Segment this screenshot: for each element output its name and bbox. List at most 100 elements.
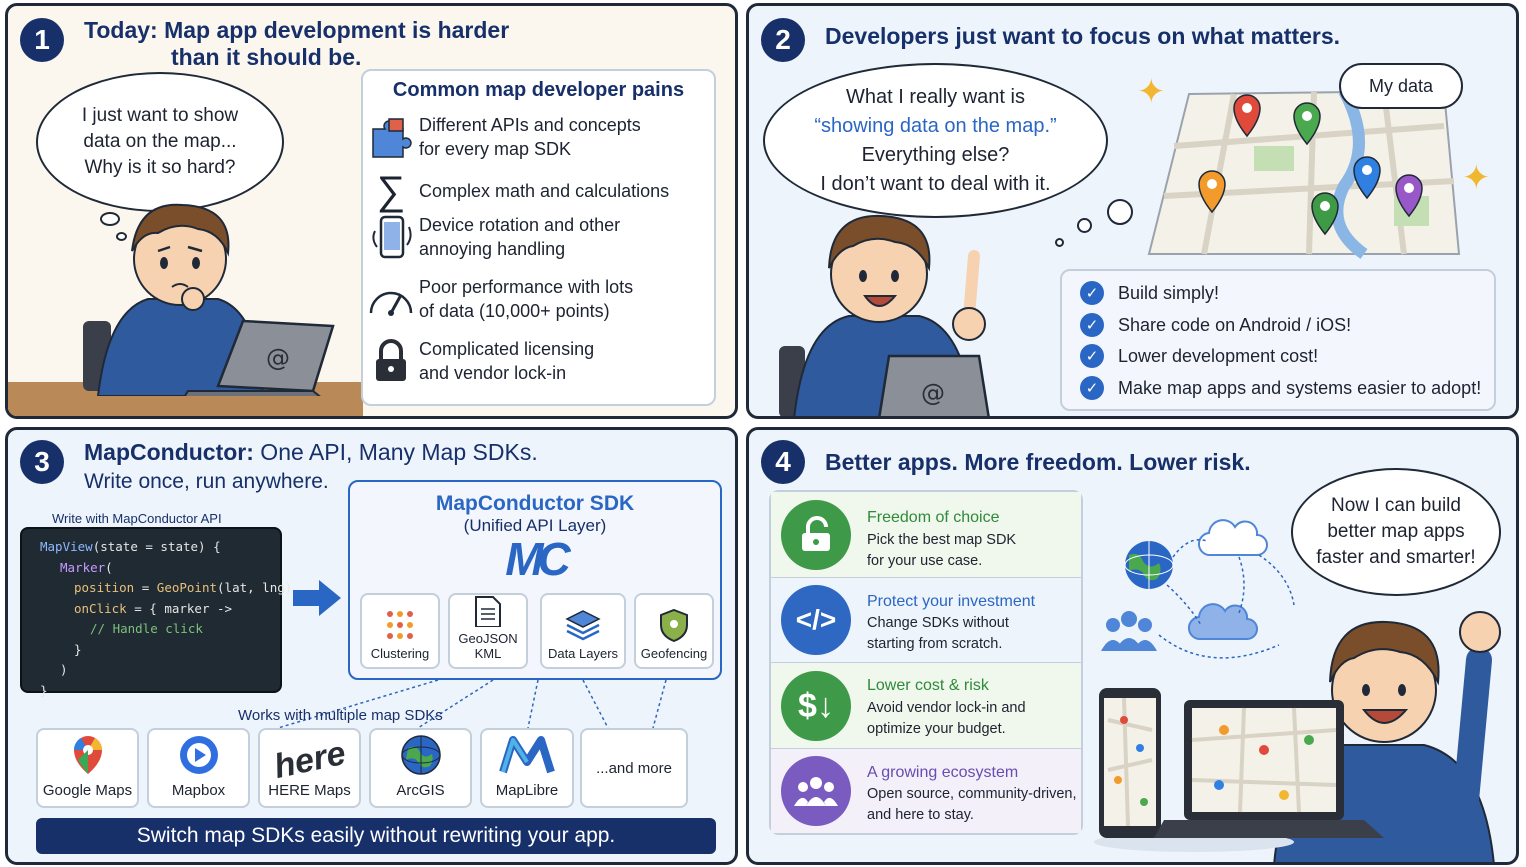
map-illustration (1147, 88, 1461, 259)
benefit-cost: $↓ Lower cost & risk Avoid vendor lock-i… (771, 663, 1081, 749)
sdk-here-maps: here HERE Maps (258, 728, 361, 808)
puzzle-icon (372, 118, 412, 158)
my-data-label: My data (1368, 76, 1434, 96)
mc-logo: MC (505, 533, 571, 585)
benefit-ecosystem: A growing ecosystem Open source, communi… (771, 749, 1081, 833)
pains-card: Common map developer pains Different API… (361, 69, 716, 406)
bubble-highlight: “showing data on the map.” (814, 114, 1057, 137)
benefit-checklist: ✓Build simply! ✓Share code on Android / … (1060, 269, 1496, 411)
panel-title: Developers just want to focus on what ma… (825, 23, 1341, 49)
community-icon (781, 756, 851, 826)
benefit-protect: </> Protect your investment Change SDKs … (771, 578, 1081, 663)
feature-clustering: Clustering (360, 593, 440, 669)
map-pin-orange (1198, 170, 1226, 214)
check-text: Make map apps and systems easier to adop… (1118, 377, 1482, 398)
my-data-bubble: My data (1339, 63, 1463, 109)
check-icon: ✓ (1080, 376, 1104, 400)
phone-icon (1099, 688, 1161, 838)
laptop-icon (1154, 700, 1384, 838)
pains-title: Common map developer pains (392, 79, 685, 101)
here-icon: here (270, 733, 349, 787)
switch-banner: Switch map SDKs easily without rewriting… (36, 818, 716, 854)
speech-bubble: Now I can build better map apps faster a… (1291, 468, 1501, 596)
sdk-label: MapLibre (495, 782, 559, 799)
benefit-text: Pick the best map SDK (867, 532, 1017, 548)
sdk-label: HERE Maps (268, 782, 351, 799)
panel-3: 3 MapConductor: One API, Many Map SDKs. … (5, 427, 738, 865)
code-label: Write with MapConductor API (52, 511, 222, 526)
feature-label: Clustering (370, 646, 430, 661)
benefit-freedom: Freedom of choice Pick the best map SDK … (771, 492, 1081, 578)
code-line: ) (60, 662, 68, 677)
dollar-down-icon: $↓ (781, 671, 851, 741)
pain-text: and vendor lock-in (419, 363, 567, 383)
check-text: Lower development cost! (1118, 345, 1319, 366)
benefit-text: Open source, community-driven, (867, 786, 1077, 802)
panel-4: 4 Better apps. More freedom. Lower risk.… (746, 427, 1519, 865)
pain-text: for every map SDK (419, 139, 572, 159)
layers-icon (565, 610, 601, 641)
sdk-title: MapConductor SDK (435, 492, 635, 515)
sdk-label: Mapbox (171, 782, 226, 799)
pain-text: Device rotation and other (419, 215, 621, 235)
benefit-text: for your use case. (867, 553, 983, 569)
sdk-google-maps: Google Maps (36, 728, 139, 808)
sparkle-icon: ✦ (1137, 73, 1166, 111)
bubble-line: I don’t want to deal with it. (820, 172, 1051, 195)
bubble-line: Why is it so hard? (84, 157, 236, 178)
unlock-icon (781, 500, 851, 570)
check-item: ✓ Lower development cost! (1080, 344, 1318, 368)
thought-dot (1055, 238, 1064, 247)
pain-item: ∑ Complex math and calculations (363, 171, 714, 211)
panel-title: MapConductor: One API, Many Map SDKs. (84, 438, 538, 466)
clustering-icon (387, 611, 413, 639)
code-icon: </> (781, 585, 851, 655)
pain-text: of data (10,000+ points) (419, 301, 610, 321)
bubble-line: Everything else? (861, 143, 1010, 166)
sdk-maplibre: MapLibre (480, 728, 574, 808)
happy-developer-illustration: @ (779, 214, 990, 416)
mapbox-icon (179, 736, 218, 774)
code-line: Marker( (60, 559, 113, 575)
check-icon: ✓ (1080, 281, 1104, 305)
benefit-title: A growing ecosystem (867, 764, 1019, 781)
benefit-title: Lower cost & risk (867, 677, 989, 694)
benefit-text: Avoid vendor lock-in and (867, 700, 1026, 716)
panel-title-line1: Today: Map app development is harder (84, 17, 510, 43)
panel-title-line2: than it should be. (171, 44, 362, 70)
check-item: ✓Build simply! (1080, 281, 1219, 305)
code-line: } (40, 682, 48, 698)
panel-1: 1 Today: Map app development is harder t… (5, 3, 738, 419)
code-snippet: MapView(state = state) { Marker( positio… (20, 527, 300, 698)
title-bold: MapConductor: (84, 439, 254, 465)
users-icon (1101, 611, 1157, 651)
phone-rotate-icon (372, 215, 412, 259)
feature-label: Geofencing (640, 646, 708, 661)
benefit-title: Freedom of choice (867, 509, 1000, 526)
benefit-text: and here to stay. (867, 807, 974, 823)
feature-data-layers: Data Layers (540, 593, 626, 669)
code-line: MapView(state = state) { (40, 539, 221, 554)
sdk-label: Google Maps (42, 782, 133, 799)
bubble-line: Now I can build (1331, 495, 1461, 516)
map-pin-green (1293, 102, 1321, 146)
sdk-label: ArcGIS (396, 782, 445, 799)
check-icon: ✓ (1080, 344, 1104, 368)
speech-bubble: What I really want is “showing data on t… (763, 63, 1108, 218)
gauge-icon (369, 291, 413, 316)
feature-geojson: GeoJSON KML (448, 593, 528, 669)
shield-icon (660, 608, 688, 642)
sdk-more: ...and more (580, 728, 688, 808)
feature-label: GeoJSON KML (458, 631, 518, 661)
cloud-icon-2 (1187, 603, 1258, 641)
code-line: onClick = { marker -> (74, 600, 233, 616)
code-line: } (74, 641, 82, 657)
panel-number: 4 (761, 440, 805, 484)
lock-icon (376, 339, 406, 381)
pain-text: Different APIs and concepts (419, 115, 641, 135)
feature-label: Data Layers (547, 646, 619, 661)
thought-dot (1077, 218, 1092, 233)
pain-text: Complex math and calculations (419, 181, 670, 201)
